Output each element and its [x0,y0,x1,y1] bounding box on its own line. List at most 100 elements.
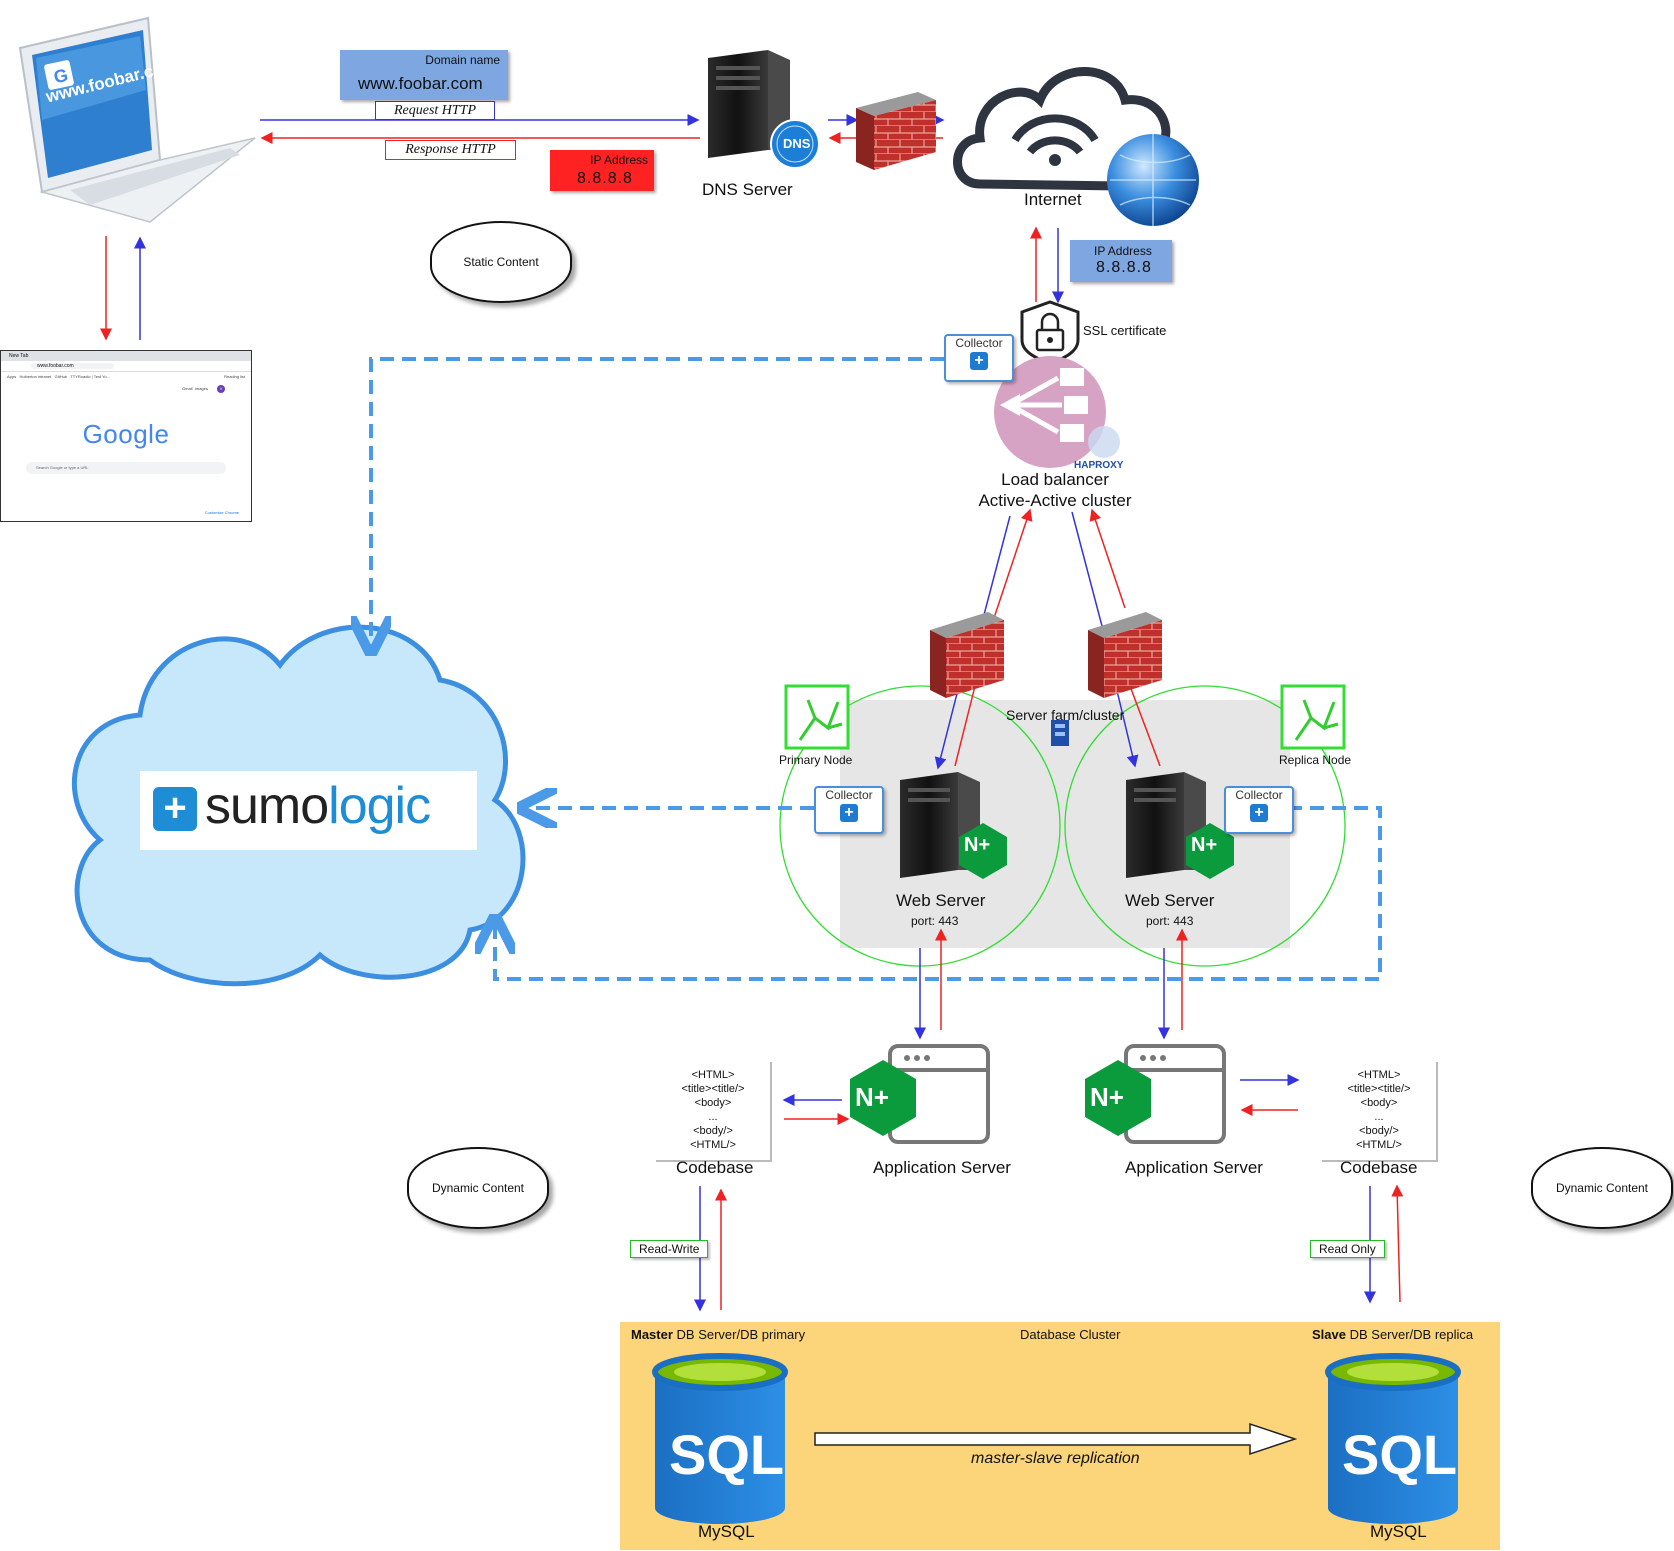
database-cluster-label: Database Cluster [1020,1327,1121,1342]
code-line: ... [1374,1111,1384,1123]
sql-text-slave: SQL [1342,1423,1458,1486]
customize-button[interactable]: Customize Chrome [204,510,239,515]
bookmarks-bar: Apps Holberton intranet GitHub TTYRoadio… [1,372,251,381]
mysql-slave-label: MySQL [1370,1522,1427,1541]
browser-tab[interactable]: New Tab [1,351,251,361]
replica-node-circle [1064,685,1346,967]
haproxy-brand: HAPROXY [1074,460,1124,471]
dns-server-label: DNS Server [702,180,793,199]
replication-label: master-slave replication [971,1450,1140,1467]
code-line: <body> [694,1097,732,1109]
laptop-icon [18,16,256,223]
firewall-icon [856,92,936,170]
app-server-right-label: Application Server [1125,1158,1263,1177]
collector-label: Collector [825,788,873,802]
load-balancer-label-1: Load balancer [1001,470,1109,489]
firewall-left-icon [930,612,1004,698]
primary-node-icon [784,684,850,750]
static-content-oval: Static Content [430,221,572,303]
codebase-right-label: Codebase [1340,1158,1418,1177]
code-line: <HTML> [691,1069,735,1081]
read-write-tag: Read-Write [630,1240,709,1258]
master-db-label: Master DB Server/DB primary [631,1327,805,1342]
ip-address-value: 8.8.8.8 [577,170,633,187]
add-collector-icon[interactable]: + [840,804,858,822]
slave-db-label: Slave DB Server/DB replica [1312,1327,1473,1342]
ip-address-box: IP Address 8.8.8.8 [550,150,654,191]
reading-list[interactable]: Reading list [224,374,245,379]
collector-label: Collector [1235,788,1283,802]
browser-window: New Tab www.foobar.com Apps Holberton in… [0,350,252,522]
collector-label: Collector [955,336,1003,350]
ssl-certificate-label: SSL certificate [1083,323,1167,338]
nginx-badge: N+ [855,1082,889,1112]
collector-web-primary[interactable]: Collector + [814,786,884,834]
app-server-window-left-icon [888,1044,990,1144]
replication-arrow [814,1422,1298,1456]
cluster-icon [1051,720,1069,746]
add-collector-icon[interactable]: + [1250,804,1268,822]
replica-node-icon [1280,684,1346,750]
dynamic-content-left-oval: Dynamic Content [407,1147,549,1229]
bookmark-item[interactable]: GitHub [54,374,68,379]
bookmark-item[interactable]: TTYRoadio | Test Yo... [70,374,110,379]
images-link[interactable]: Images [194,386,208,391]
ssl-lock-icon [1020,300,1080,366]
primary-node-label: Primary Node [779,753,853,767]
lb-ip-value: 8.8.8.8 [1096,259,1152,276]
mysql-master-label: MySQL [698,1522,755,1541]
web-server-replica-label: Web Server [1125,891,1215,910]
monitoring-lines [371,357,1382,981]
replica-node-label: Replica Node [1279,753,1352,767]
domain-name-box: Domain name www.foobar.com [340,50,508,100]
lb-ip-box: IP Address 8.8.8.8 [1070,240,1172,282]
codebase-left-label: Codebase [676,1158,754,1177]
master-db-rest: DB Server/DB primary [672,1327,806,1342]
web-server-primary-label: Web Server [896,891,986,910]
code-line: <title><title/> [1347,1083,1411,1095]
code-line: <HTML> [1357,1069,1401,1081]
collector-web-replica[interactable]: Collector + [1224,786,1294,834]
code-line: <body/> [693,1125,733,1137]
avatar[interactable]: V [217,385,225,393]
codebase-right: <HTML> <title><title/> <body> ... <body/… [1322,1062,1438,1162]
gmail-link[interactable]: Gmail [182,386,193,391]
nginx-badge: N+ [1191,834,1218,856]
search-input[interactable]: Search Google or type a URL [26,462,226,474]
app-server-left-label: Application Server [873,1158,1011,1177]
add-collector-icon[interactable]: + [970,352,988,370]
internet-label: Internet [1024,190,1082,209]
code-line: <body> [1360,1097,1398,1109]
code-line: <HTML/> [690,1139,736,1151]
sumologic-plus-icon: + [153,787,197,831]
code-line: ... [708,1111,718,1123]
web-server-replica-port: port: 443 [1146,914,1194,928]
bookmark-item[interactable]: Holberton intranet [19,374,52,379]
firewall-right-icon [1088,612,1162,698]
bookmark-item[interactable]: Apps [7,374,17,379]
collector-lb[interactable]: Collector + [944,334,1014,382]
server-farm-label: Server farm/cluster [1006,707,1125,723]
nginx-badge: N+ [964,834,991,856]
load-balancer-icon [994,356,1120,468]
read-only-tag: Read Only [1310,1240,1385,1258]
dns-badge-text: DNS [783,136,811,151]
sumologic-logic: logic [328,777,431,835]
response-http-label: Response HTTP [385,140,516,160]
browser-address-bar[interactable]: www.foobar.com [31,363,114,369]
dynamic-content-right-oval: Dynamic Content [1531,1147,1673,1229]
web-server-primary-port: port: 443 [911,914,959,928]
request-http-label: Request HTTP [375,101,495,120]
code-line: <HTML/> [1356,1139,1402,1151]
nginx-badge: N+ [1090,1082,1124,1112]
domain-name-label: Domain name [425,53,500,67]
mysql-master-icon [652,1353,788,1524]
sumologic-sumo: sumo [205,777,329,835]
mysql-slave-icon [1325,1353,1461,1524]
domain-name-value: www.foobar.com [358,74,483,93]
master-db-bold: Master [631,1327,673,1342]
dns-server-icon [708,50,820,169]
codebase-left: <HTML> <title><title/> <body> ... <body/… [656,1062,772,1162]
